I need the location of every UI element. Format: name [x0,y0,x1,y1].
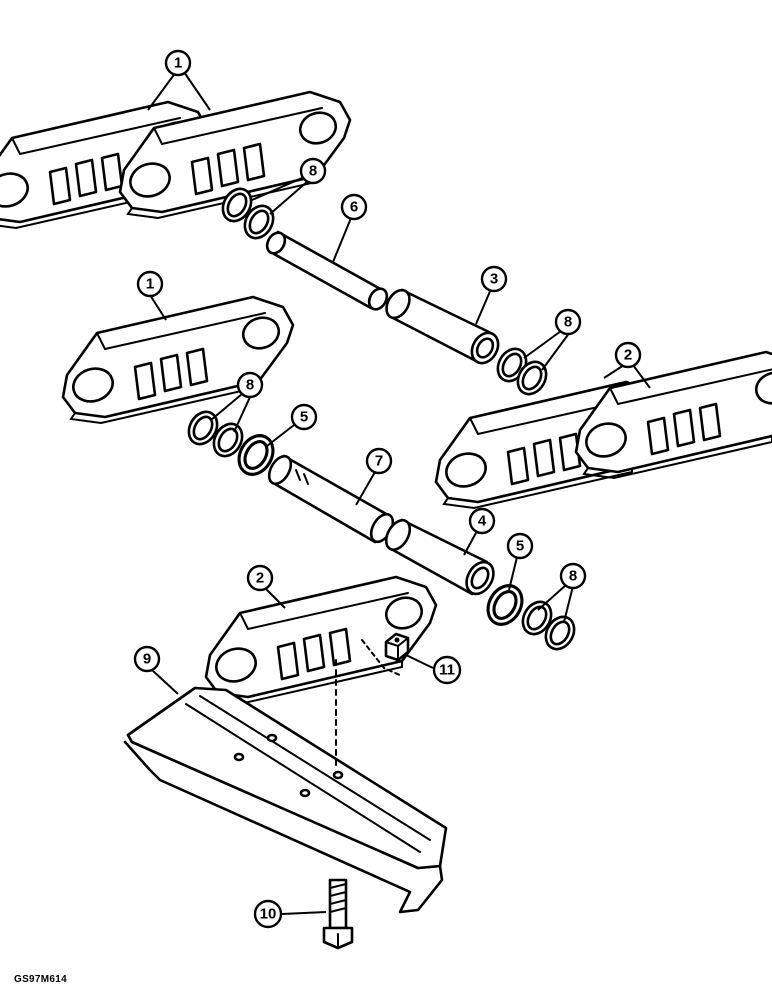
callout-label: 7 [375,453,383,470]
callout-label: 8 [569,568,577,585]
callout-8c: 8 [236,371,264,399]
callout-7: 7 [365,447,393,475]
callout-label: 5 [300,409,308,426]
shoe-nut-11 [384,632,410,662]
leader-lines [147,71,651,915]
callout-5a: 5 [290,403,318,431]
callout-label: 11 [439,662,455,679]
callout-label: 5 [516,538,524,555]
callout-label: 8 [564,314,572,331]
callout-3: 3 [480,265,508,293]
callout-label: 9 [143,651,151,668]
shoe-bolt-10 [322,878,354,950]
callout-2a: 2 [614,341,642,369]
callout-label: 8 [309,163,317,180]
track-shoe-9 [123,686,448,914]
callout-label: 4 [478,513,487,530]
callout-label: 1 [174,55,182,72]
callout-label: 8 [246,377,254,394]
track-link-2-right [574,350,772,480]
callout-4: 4 [468,507,496,535]
track-pin-6 [265,230,389,311]
callout-6: 6 [340,193,368,221]
callout-label: 1 [146,276,154,293]
bushing-3 [385,288,500,365]
callout-8d: 8 [559,562,587,590]
hardware-leader-dash [361,639,403,677]
callout-1b: 1 [136,270,164,298]
callout-11: 11 [432,655,462,685]
callout-label: 3 [490,271,498,288]
callout-5b: 5 [506,532,534,560]
callout-2b: 2 [246,564,274,592]
track-link-1-middle [61,295,295,425]
callout-8a: 8 [299,157,327,185]
figure-reference-code: GS97M614 [14,974,67,985]
bushing-4 [384,518,495,596]
callout-1a: 1 [164,49,192,77]
callout-label: 2 [624,347,632,364]
callout-label: 2 [256,570,264,587]
callout-label: 10 [260,906,277,923]
callout-10: 10 [253,899,283,929]
callout-9: 9 [133,645,161,673]
callout-8b: 8 [554,308,582,336]
callout-label: 6 [350,199,358,216]
